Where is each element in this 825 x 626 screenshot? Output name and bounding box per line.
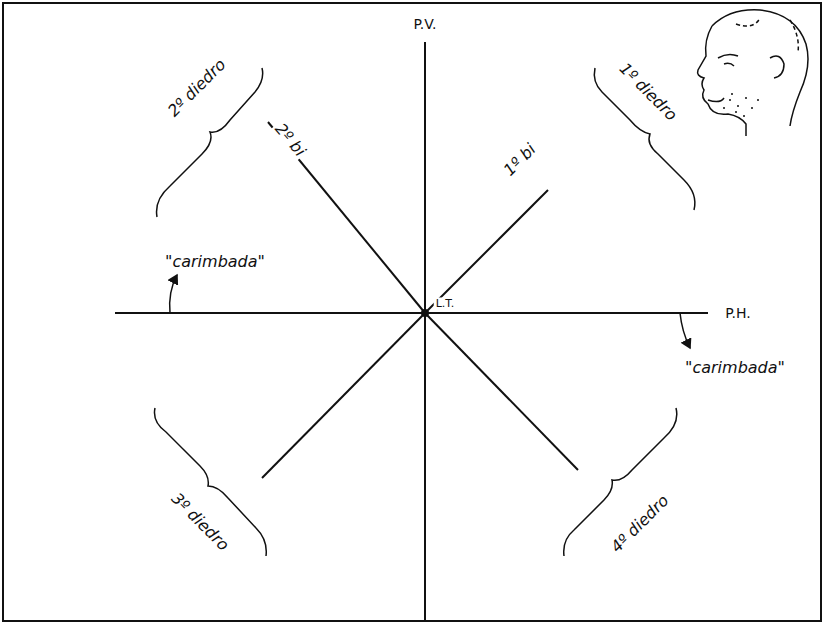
bisector-label: 2º bi xyxy=(271,119,310,161)
brace xyxy=(154,408,266,556)
brace xyxy=(157,68,263,217)
dihedral-label: 4º diedro xyxy=(607,491,673,557)
rotation-note: "carimbada" xyxy=(683,360,787,376)
third-bisector xyxy=(262,313,425,478)
ground-line-point xyxy=(421,309,429,317)
first-bisector xyxy=(425,190,548,313)
rotation-arrow xyxy=(170,275,177,313)
head-sketch xyxy=(698,10,808,136)
ground-line-label: L.T. xyxy=(434,298,457,309)
dihedral-label: 2º diedro xyxy=(164,55,230,121)
fourth-bisector xyxy=(425,313,578,470)
plane-label: P.V. xyxy=(412,17,439,31)
vertical-plane xyxy=(424,42,426,620)
dihedral-label: 3º diedro xyxy=(167,489,233,555)
beard-dots xyxy=(723,93,759,117)
bisector-label: 1º bi xyxy=(500,140,541,181)
rotation-arrow xyxy=(680,313,690,348)
rotation-note: "carimbada" xyxy=(163,254,267,270)
plane-label: P.H. xyxy=(723,306,752,320)
horizontal-plane xyxy=(115,312,708,314)
frame xyxy=(3,3,821,621)
